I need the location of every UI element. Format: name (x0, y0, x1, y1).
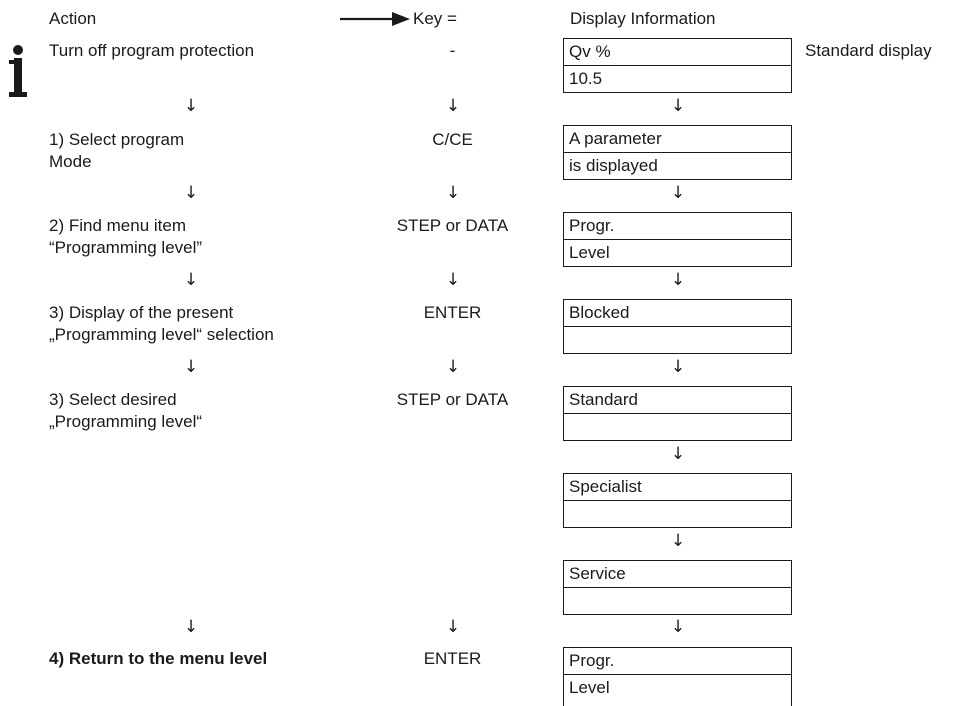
action-column-header: Action (49, 9, 97, 28)
step-action: Turn off program protection (49, 41, 255, 60)
display-line-1: Qv % (563, 38, 792, 66)
down-arrow-icon: ↓ (670, 531, 686, 551)
display-line-1: Blocked (563, 299, 792, 327)
step-action: 4) Return to the menu level (49, 649, 268, 668)
down-arrow-icon: ↓ (670, 183, 686, 203)
info-icon (9, 45, 27, 97)
down-arrow-icon: ↓ (670, 270, 686, 290)
display-line-1: Specialist (563, 473, 792, 501)
display-line-2 (563, 413, 792, 441)
step-action: 3) Select desired „Programming level“ (49, 390, 203, 431)
display-line-2 (563, 326, 792, 354)
display-line-2: Level (563, 674, 792, 706)
down-arrow-icon: ↓ (183, 270, 199, 290)
step-key: ENTER (423, 303, 482, 322)
display-line-2: is displayed (563, 152, 792, 180)
down-arrow-icon: ↓ (670, 617, 686, 637)
down-arrow-icon: ↓ (183, 96, 199, 116)
down-arrow-icon: ↓ (670, 357, 686, 377)
display-line-2: 10.5 (563, 65, 792, 93)
down-arrow-icon: ↓ (445, 617, 461, 637)
down-arrow-icon: ↓ (670, 96, 686, 116)
down-arrow-icon: ↓ (670, 444, 686, 464)
step-key: ENTER (423, 649, 482, 668)
display-line-1: Progr. (563, 212, 792, 240)
display-column-header: Display Information (570, 9, 716, 28)
step-key: STEP or DATA (396, 390, 509, 409)
display-line-2 (563, 587, 792, 615)
down-arrow-icon: ↓ (183, 183, 199, 203)
step-action: 3) Display of the present „Programming l… (49, 303, 274, 344)
standard-display-note: Standard display (805, 41, 932, 60)
step-action: 2) Find menu item “Programming level” (49, 216, 203, 257)
step-key: - (449, 41, 456, 60)
down-arrow-icon: ↓ (445, 357, 461, 377)
step-key: C/CE (432, 130, 473, 149)
down-arrow-icon: ↓ (183, 617, 199, 637)
display-line-1: Standard (563, 386, 792, 414)
display-line-1: Progr. (563, 647, 792, 675)
display-line-2 (563, 500, 792, 528)
key-column-header: Key = (413, 9, 457, 28)
display-line-1: A parameter (563, 125, 792, 153)
display-line-1: Service (563, 560, 792, 588)
down-arrow-icon: ↓ (445, 96, 461, 116)
right-arrow-icon (340, 12, 410, 26)
step-key: STEP or DATA (396, 216, 509, 235)
display-line-2: Level (563, 239, 792, 267)
down-arrow-icon: ↓ (445, 183, 461, 203)
down-arrow-icon: ↓ (183, 357, 199, 377)
down-arrow-icon: ↓ (445, 270, 461, 290)
step-action: 1) Select program Mode (49, 130, 185, 171)
